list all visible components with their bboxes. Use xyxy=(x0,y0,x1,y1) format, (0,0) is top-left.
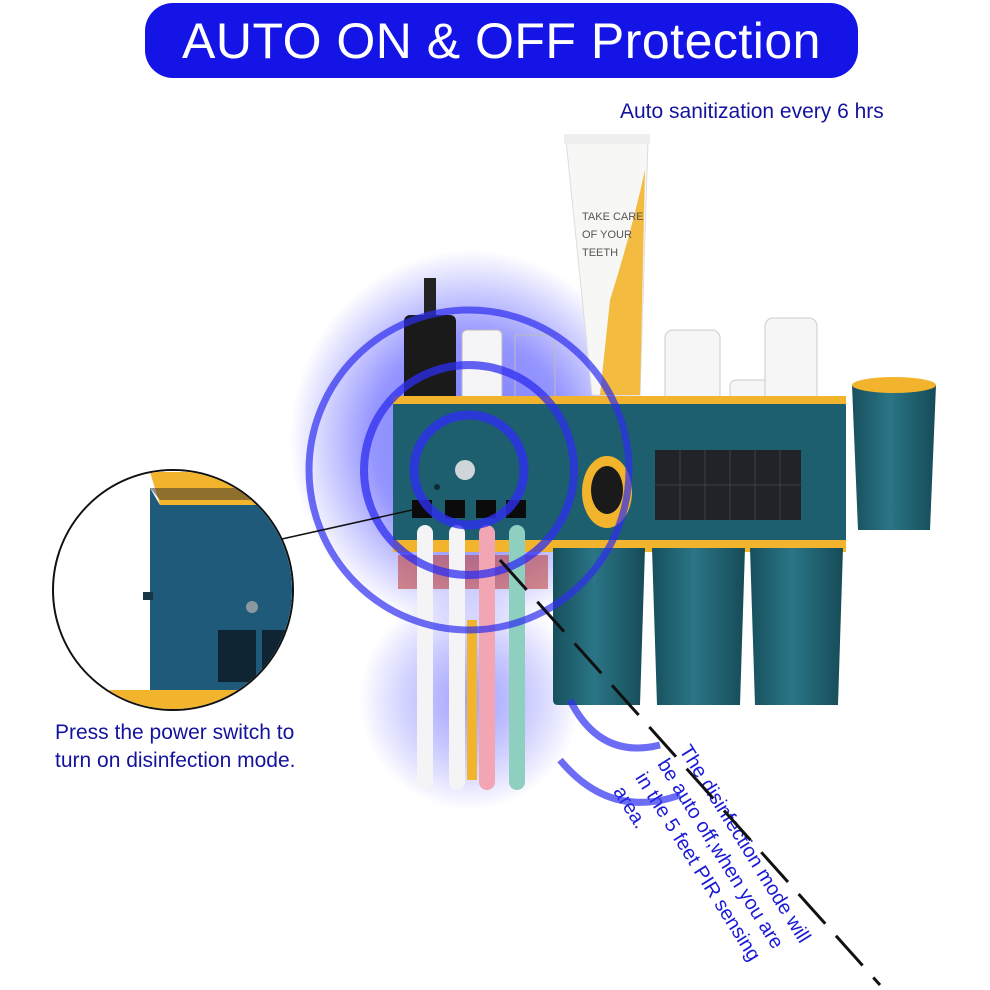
tube-text-line3: TEETH xyxy=(582,247,618,259)
caption-power-switch: Press the power switch to turn on disinf… xyxy=(55,719,295,775)
caption-power-switch-line2: turn on disinfection mode. xyxy=(55,749,296,772)
bottles xyxy=(404,278,818,411)
dispenser-body xyxy=(393,396,846,552)
caption-auto-sanitization: Auto sanitization every 6 hrs xyxy=(620,100,884,123)
toothpaste-tube: TAKE CARE OF YOUR TEETH xyxy=(564,134,650,396)
pir-sensor[interactable] xyxy=(455,460,475,480)
side-cup xyxy=(852,377,936,530)
zoom-callout xyxy=(52,469,413,711)
banner-title: AUTO ON & OFF Protection xyxy=(181,12,821,69)
uv-rings xyxy=(305,306,682,806)
tube-text-line2: OF YOUR xyxy=(582,229,632,241)
toothbrushes xyxy=(398,525,548,790)
title-banner: AUTO ON & OFF Protection xyxy=(145,3,858,78)
callout-power-switch[interactable] xyxy=(143,592,153,600)
caption-power-switch-line1: Press the power switch to xyxy=(55,721,295,744)
tube-text-line1: TAKE CARE xyxy=(582,211,644,223)
power-switch[interactable] xyxy=(434,484,440,490)
pir-detection-line xyxy=(498,559,882,986)
